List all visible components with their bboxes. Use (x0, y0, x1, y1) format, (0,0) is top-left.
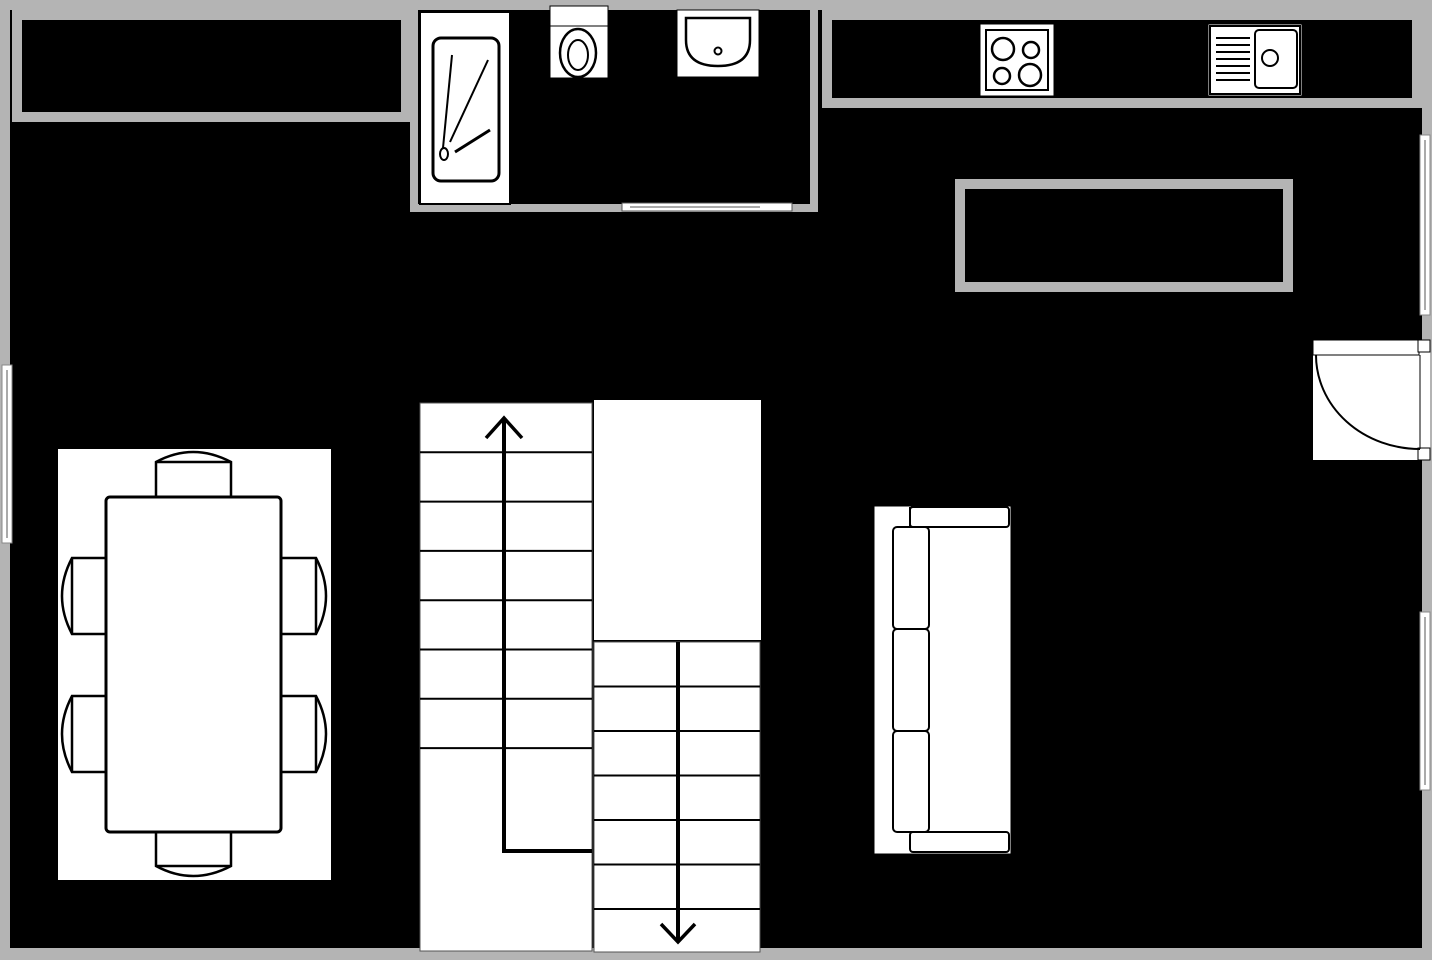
dining-chair-bottom (154, 832, 233, 878)
stair-landing (594, 400, 761, 640)
bathtub (419, 11, 511, 205)
dining-chair-top (154, 450, 233, 497)
staircase (419, 400, 761, 953)
bathroom-wall-left (410, 10, 418, 212)
windows (1, 134, 1431, 791)
stair-direction-arrow (484, 415, 697, 945)
storage-cabinet (12, 10, 411, 122)
dining-chair-left-1 (60, 556, 106, 636)
wall-right (1422, 0, 1432, 960)
dining-chair-right-1 (281, 556, 328, 636)
kitchen-sink (1207, 23, 1303, 97)
dining-set (58, 449, 331, 880)
sofa (873, 505, 1012, 855)
entry-door (1312, 339, 1431, 461)
wall-bottom (0, 948, 1432, 960)
washbasin (676, 9, 760, 78)
dining-chair-right-2 (281, 694, 328, 774)
dining-chair-left-2 (60, 694, 106, 774)
bathroom-wall-bottom (410, 204, 818, 212)
kitchen-counter (822, 10, 1422, 108)
cooktop (979, 23, 1055, 97)
bathroom-wall-right (810, 10, 818, 212)
bathroom (410, 5, 818, 212)
wall-top (0, 0, 1432, 10)
toilet (549, 5, 609, 79)
kitchen-island (955, 179, 1293, 292)
dining-table (104, 495, 283, 834)
